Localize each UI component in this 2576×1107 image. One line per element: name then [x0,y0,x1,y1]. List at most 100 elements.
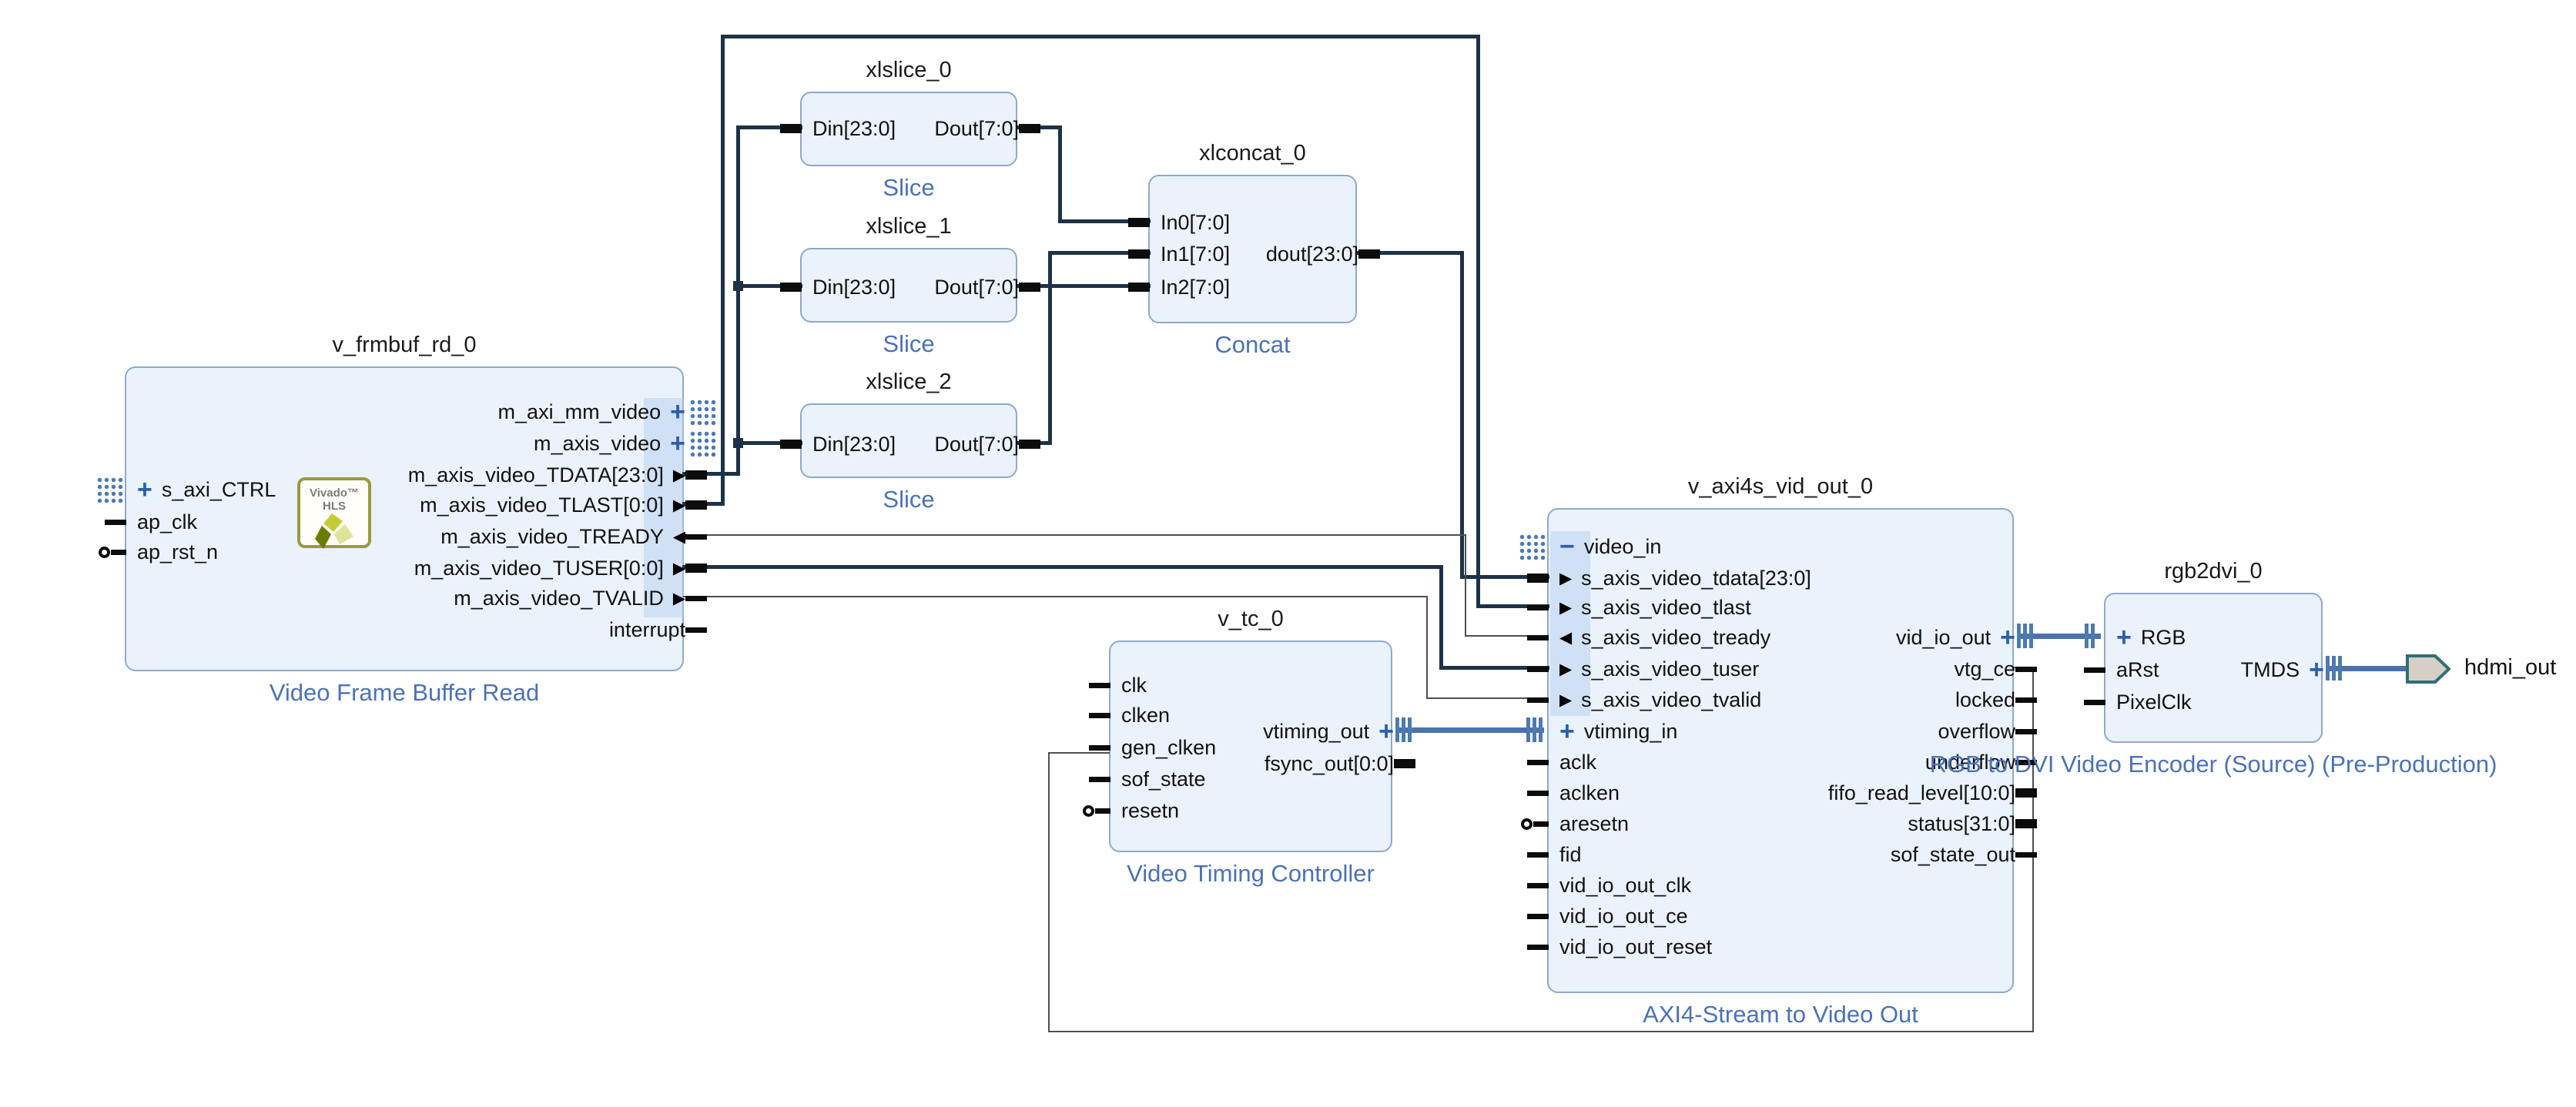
port-sof_state[interactable]: sof_state [1110,765,1405,793]
port-ap_clk[interactable]: ap_clk [126,508,696,536]
port-In1_7_0_[interactable]: In1[7:0] [1150,240,1369,268]
port-name: m_axis_video [534,431,662,455]
port-interrupt[interactable]: interrupt [126,616,693,644]
port-In0_7_0_[interactable]: In0[7:0] [1150,209,1369,236]
net-tuser[interactable] [682,564,1443,569]
port-s_axis_video_tready[interactable]: ◀s_axis_video_tready [1549,624,2026,651]
port-s_axi_CTRL[interactable]: +s_axi_CTRL [126,476,696,503]
net-tvalid[interactable] [1426,697,1548,699]
external-port-hdmi_out[interactable] [2406,654,2451,684]
port-resetn[interactable]: resetn [1110,797,1405,824]
port-Din_23_0_[interactable]: Din[23:0] [802,430,1030,458]
port-clken[interactable]: clken [1110,701,1405,729]
net-vtgce-to-genclken[interactable] [1048,1031,2034,1032]
net-tdata-frmbuf-to-slices[interactable] [735,125,740,476]
port-video_in[interactable]: −video_in [1549,533,2026,560]
net-tready[interactable] [1465,534,1466,637]
net-slice2-dout-to-in1[interactable] [1047,250,1151,255]
net-tlast[interactable] [720,34,725,506]
net-tmds-to-hdmi[interactable] [2326,665,2409,671]
net-tlast[interactable] [720,34,1480,38]
net-concat-dout-to-tdata[interactable] [1459,250,1464,579]
port-sof_state_out[interactable]: sof_state_out [1549,841,2023,868]
net-vtgce-to-genclken[interactable] [2032,667,2034,1032]
port-stub [1128,249,1150,259]
port-s_axis_video_tlast[interactable]: ▶s_axis_video_tlast [1549,594,2026,621]
port-vtiming_in[interactable]: +vtiming_in [1549,717,2026,745]
port-vtg_ce[interactable]: vtg_ce [1549,655,2023,683]
port-m_axis_video_TUSER_0_0_[interactable]: m_axis_video_TUSER[0:0]▶ [126,554,693,582]
port-s_axis_video_tvalid[interactable]: ▶s_axis_video_tvalid [1549,686,2026,714]
port-aresetn[interactable]: aresetn [1549,810,2026,838]
net-tuser[interactable] [1439,564,1443,670]
net-tvalid[interactable] [683,596,1428,597]
port-s_axis_video_tdata_23_0_[interactable]: ▶s_axis_video_tdata[23:0] [1549,564,2026,592]
ip-block-xlslice_0[interactable]: Din[23:0]Dout[7:0] [780,92,1040,166]
port-m_axis_video[interactable]: m_axis_video+ [126,430,693,457]
port-Dout_7_0_[interactable]: Dout[7:0] [802,273,1027,301]
port-locked[interactable]: locked [1549,686,2023,714]
port-Din_23_0_[interactable]: Din[23:0] [802,273,1030,301]
ip-block-xlslice_1[interactable]: Din[23:0]Dout[7:0] [780,248,1040,323]
port-vid_io_out_clk[interactable]: vid_io_out_clk [1549,871,2026,899]
port-TMDS[interactable]: TMDS+ [2105,656,2332,684]
port-aclken[interactable]: aclken [1549,779,2026,807]
port-gen_clken[interactable]: gen_clken [1110,734,1405,761]
net-tdata-frmbuf-to-slices[interactable] [682,471,740,476]
port-vid_io_out_ce[interactable]: vid_io_out_ce [1549,902,2026,930]
port-fid[interactable]: fid [1549,841,2026,868]
net-tdata-branch-slice2[interactable] [735,440,802,445]
port-aclk[interactable]: aclk [1549,748,2026,776]
block-instance-name: xlconcat_0 [1199,141,1306,166]
net-tlast[interactable] [1476,604,1549,608]
port-vid_io_out[interactable]: vid_io_out+ [1549,624,2023,651]
net-slice0-dout-to-in0[interactable] [1057,125,1062,223]
port-vtiming_out[interactable]: vtiming_out+ [1110,717,1402,745]
port-Dout_7_0_[interactable]: Dout[7:0] [802,115,1027,142]
port-m_axis_video_TVALID[interactable]: m_axis_video_TVALID▶ [126,584,693,612]
port-PixelClk[interactable]: PixelClk [2105,688,2335,716]
port-Dout_7_0_[interactable]: Dout[7:0] [802,430,1027,458]
port-status_31_0_[interactable]: status[31:0] [1549,810,2023,838]
ip-block-xlslice_2[interactable]: Din[23:0]Dout[7:0] [780,403,1040,478]
port-s_axis_video_tuser[interactable]: ▶s_axis_video_tuser [1549,655,2026,683]
ip-block-xlconcat_0[interactable]: In0[7:0] In1[7:0] In2[7:0] dout[23:0] [1128,175,1380,323]
port-RGB[interactable]: +RGB [2105,624,2335,651]
net-slice0-dout-to-in0[interactable] [1057,219,1151,223]
port-aRst[interactable]: aRst [2105,656,2335,684]
port-overflow[interactable]: overflow [1549,717,2023,745]
net-slice1-dout-to-in2[interactable] [1015,283,1151,288]
net-tdata-frmbuf-to-slices[interactable] [735,125,802,129]
net-vtiming[interactable] [1395,727,1544,733]
port-Din_23_0_[interactable]: Din[23:0] [802,115,1030,142]
net-tvalid[interactable] [1426,596,1428,699]
port-m_axis_video_TREADY[interactable]: m_axis_video_TREADY◀ [126,523,693,550]
port-vid_io_out_reset[interactable]: vid_io_out_reset [1549,933,2026,961]
net-slice2-dout-to-in1[interactable] [1047,250,1052,445]
net-tdata-branch-slice1[interactable] [735,283,802,288]
net-tlast[interactable] [1476,34,1480,608]
port-ap_rst_n[interactable]: ap_rst_n [126,538,696,566]
port-fsync_out_0_0_[interactable]: fsync_out[0:0] [1110,750,1402,778]
net-tready[interactable] [683,534,1466,536]
port-m_axi_mm_video[interactable]: m_axi_mm_video+ [126,398,693,426]
net-vtgce-to-genclken[interactable] [1048,752,1050,1032]
port-In2_7_0_[interactable]: In2[7:0] [1150,273,1369,301]
net-vtgce-to-genclken[interactable] [1048,752,1110,754]
port-m_axis_video_TLAST_0_0_[interactable]: m_axis_video_TLAST[0:0]▶ [126,491,693,519]
port-dout_23_0_[interactable]: dout[23:0] [1150,240,1366,268]
net-tuser[interactable] [1439,665,1549,670]
port-underflow[interactable]: underflow [1549,748,2023,776]
net-concat-dout-to-tdata[interactable] [1355,250,1464,255]
port-clk[interactable]: clk [1110,671,1405,699]
port-fifo_read_level_10_0_[interactable]: fifo_read_level[10:0] [1549,779,2023,807]
port-m_axis_video_TDATA_23_0_[interactable]: m_axis_video_TDATA[23:0]▶ [126,461,693,489]
net-vidio-to-rgb[interactable] [2017,633,2101,639]
net-tready[interactable] [1465,635,1548,637]
ip-block-v_axi4s_vid_out_0[interactable]: −video_in▶s_axis_video_tdata[23:0]▶s_axi… [1518,508,2037,993]
net-concat-dout-to-tdata[interactable] [1459,574,1549,579]
